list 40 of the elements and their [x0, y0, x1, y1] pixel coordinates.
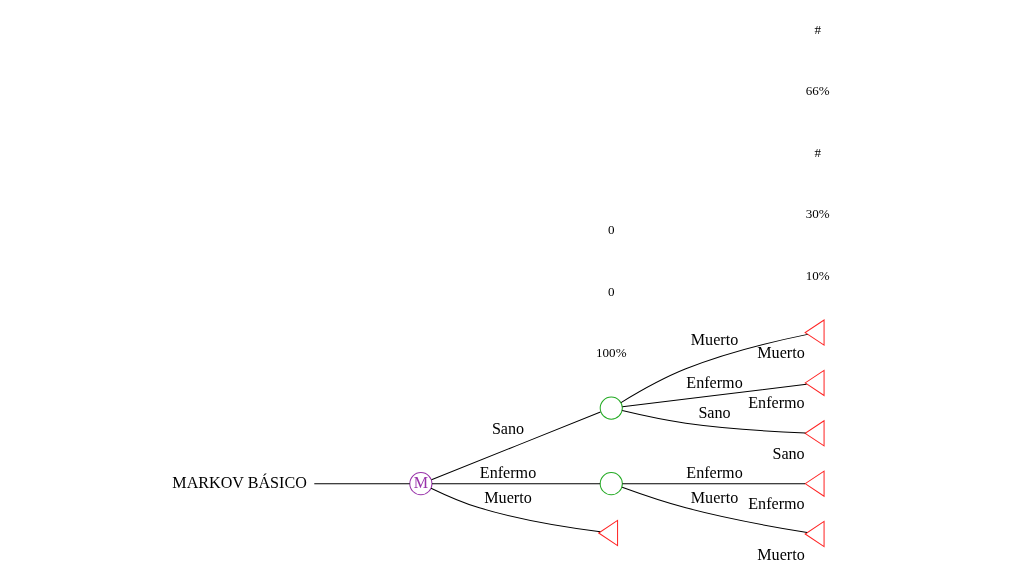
connector	[620, 333, 808, 404]
node-circle	[599, 472, 623, 496]
edge-label: Enfermo	[685, 464, 743, 482]
edge-label: Sano	[697, 403, 731, 421]
edge-label: Enfermo	[479, 464, 536, 482]
edge-label: Muerto	[483, 488, 532, 506]
label: 0	[607, 222, 615, 238]
connector	[621, 383, 807, 408]
edge-label: Muerto	[690, 331, 738, 349]
label: 10%	[805, 267, 830, 283]
label: 30%	[805, 206, 830, 222]
node-text: MARKOV BÁSICO	[171, 473, 307, 491]
node-triangle	[803, 369, 825, 397]
node-label: Enfermo	[747, 394, 805, 412]
label: 0	[607, 283, 615, 299]
edge-label: Enfermo	[685, 373, 743, 391]
connector	[313, 483, 410, 485]
node-triangle	[803, 419, 825, 447]
edge-label: Sano	[491, 420, 524, 438]
label: 100%	[595, 345, 627, 361]
connector	[431, 483, 601, 485]
connector	[621, 486, 808, 533]
node-circle	[599, 396, 623, 420]
label: #	[814, 144, 821, 160]
node-triangle	[803, 470, 825, 498]
connector	[621, 410, 806, 434]
node-label: Enfermo	[747, 495, 805, 513]
label: #	[814, 21, 821, 37]
node-circle: M	[408, 472, 432, 496]
node-label: Muerto	[756, 344, 805, 362]
node-triangle	[597, 519, 618, 547]
connector	[430, 411, 601, 481]
node-label: Muerto	[756, 545, 805, 563]
edge-label: Muerto	[690, 488, 738, 506]
connector	[430, 487, 601, 533]
label: 66%	[805, 83, 830, 99]
node-triangle	[803, 319, 825, 347]
connector	[621, 483, 806, 485]
node-label: Sano	[771, 444, 805, 462]
node-triangle	[803, 520, 825, 548]
